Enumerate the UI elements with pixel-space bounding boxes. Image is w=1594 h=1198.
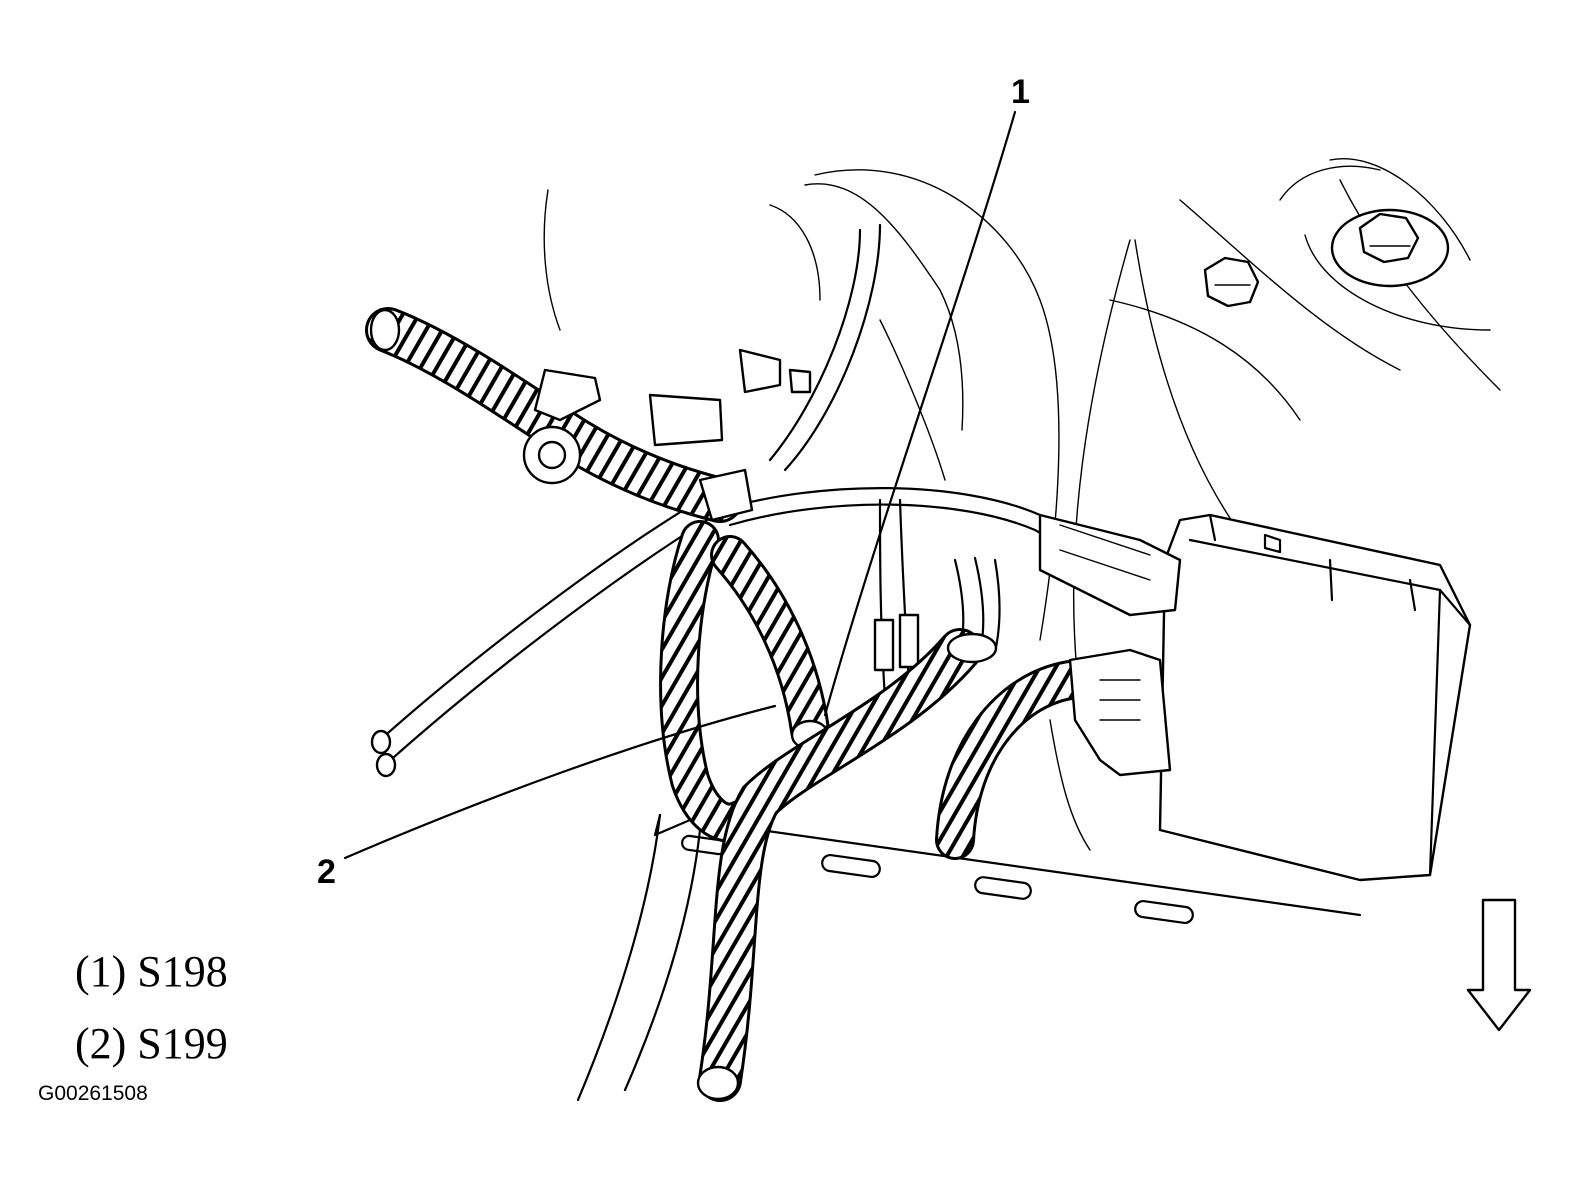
leader-line-1 <box>823 110 1017 717</box>
bolt-left-icon <box>1203 256 1260 308</box>
harness-left-loop <box>659 520 760 843</box>
body-panels <box>543 158 1501 851</box>
callout-2-number: 2 <box>317 853 336 891</box>
cable-clamp <box>533 348 812 522</box>
harness-to-module <box>935 660 1090 860</box>
bolt-right-icon <box>1330 208 1450 288</box>
rigid-lines <box>370 223 1142 778</box>
harness-main-down <box>696 628 982 1102</box>
legend-item-s199: (2) S199 <box>75 1019 228 1068</box>
mounting-bracket <box>576 813 1362 1102</box>
leader-line-2 <box>343 704 777 860</box>
ring-terminal-icon <box>522 425 582 485</box>
connector-bundle <box>946 556 1001 664</box>
figure-id: G00261508 <box>38 1082 148 1105</box>
harness-middle-drop <box>710 535 830 751</box>
module-connector-upper <box>1038 513 1182 617</box>
module-connector-lower <box>1068 648 1172 777</box>
callout-1-number: 1 <box>1011 73 1030 111</box>
legend-item-s198: (1) S198 <box>75 947 228 996</box>
control-module <box>1158 513 1472 882</box>
down-arrow-icon <box>1466 898 1532 1032</box>
